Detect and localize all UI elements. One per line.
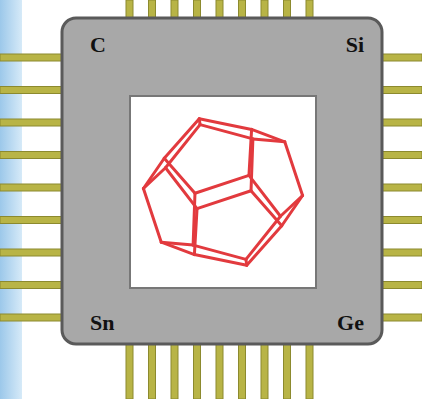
wireframe-edge [194,255,246,266]
wireframe-edge [166,125,201,168]
pin [380,184,422,191]
dodecahedron-wireframe [143,119,302,265]
element-label: Sn [90,312,114,334]
element-label: Si [346,34,364,56]
pin [126,342,133,399]
wireframe-edge [251,191,282,226]
wireframe-edge [164,119,199,158]
wireframe-edge [166,168,198,209]
wireframe-edge [247,226,282,265]
pin [0,282,64,289]
element-label: C [90,34,106,56]
pin [0,217,64,224]
wireframe-edge [195,175,249,193]
pin [380,314,422,321]
wireframe-edge [285,142,303,196]
wireframe-edge [161,242,193,245]
pin [216,342,223,399]
pin [0,119,64,126]
wireframe-edge [193,193,195,245]
chip-body [62,18,382,344]
pin [0,249,64,256]
pin [380,152,422,159]
pin [380,217,422,224]
pin [0,314,64,321]
wireframe-edge [143,168,165,189]
wireframe-edge [280,196,302,217]
pin [0,54,64,61]
pin [0,184,64,191]
pin [194,342,201,399]
pin [149,342,156,399]
wireframe-edge [143,188,161,242]
wireframe-edge [161,242,194,254]
wireframe-edge [197,191,251,209]
element-label: Ge [337,312,364,334]
pin [380,119,422,126]
pin [380,282,422,289]
pin [380,54,422,61]
pin [239,342,246,399]
wireframe-edge [251,139,253,191]
pin [171,342,178,399]
pin [380,249,422,256]
pin [284,342,291,399]
wireframe-edge [199,119,251,130]
pin [380,87,422,94]
chip-body-region: C SiSn Ge [62,18,382,344]
pin [261,342,268,399]
wireframe-edge [246,216,281,259]
chip-window [130,96,316,288]
pin [0,152,64,159]
wireframe-edge [252,129,285,141]
pin [306,342,313,399]
pin [0,87,64,94]
